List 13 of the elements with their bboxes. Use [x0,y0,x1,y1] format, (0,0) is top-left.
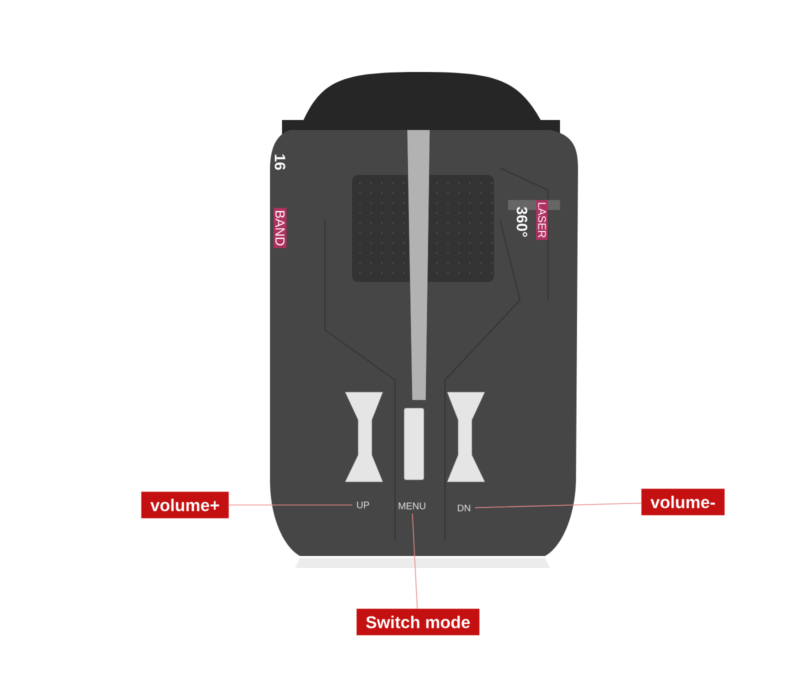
leader-line [412,513,418,609]
button-label: UP [357,502,370,508]
button-label: DN [458,504,470,512]
device-label: BAND [274,208,286,248]
leader-line [228,504,353,506]
callout-box: volume- [641,488,725,516]
button-label: MENU [398,502,426,510]
leader-line [474,502,642,508]
device-label: 360° [516,206,528,237]
device-label: LASER [536,200,548,240]
device-label: 16 [274,154,286,170]
callout-box: volume+ [141,492,229,518]
callout-box: Switch mode [356,608,480,636]
